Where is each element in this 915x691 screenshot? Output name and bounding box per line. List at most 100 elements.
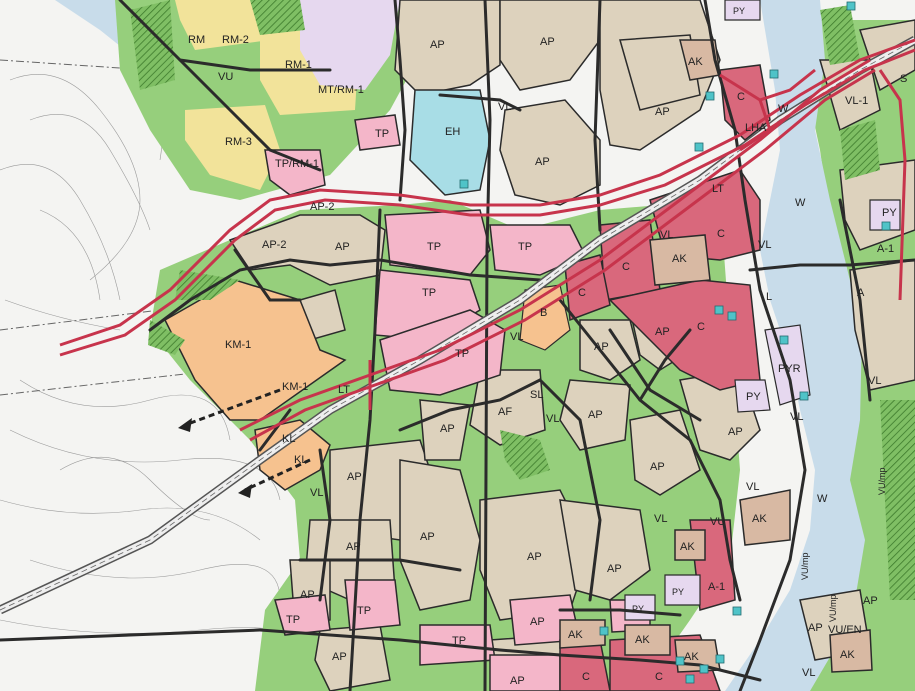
arrow-head-1: [178, 418, 192, 432]
zone-tp-sw1: [274, 594, 331, 636]
label-vu-mp2: VU/mp: [800, 552, 810, 580]
zone-py-mid: [734, 379, 771, 413]
label-py-s2: PY: [632, 604, 644, 614]
zone-ak-s1: [739, 489, 791, 546]
zone-ak-b2: [624, 624, 671, 656]
label-a-r: A: [857, 287, 865, 299]
label-ap-c3: AP: [588, 409, 603, 421]
label-vl-b2: VL: [790, 411, 803, 423]
label-vl-river: VL: [868, 375, 881, 387]
zone-pyr: [764, 324, 811, 406]
label-s-corner: S: [900, 73, 907, 85]
hatched-strip-8: [820, 5, 860, 65]
label-ap-c6: AP: [728, 426, 743, 438]
label-tp-mid2: TP: [518, 241, 532, 253]
label-km1-b: KM-1: [282, 381, 308, 393]
label-vu-mp3: VU/mp: [828, 594, 838, 622]
label-py-r: PY: [882, 207, 897, 219]
label-ap-s1: AP: [346, 541, 361, 553]
arrow-head-2: [238, 484, 252, 498]
label-tp-bottom: TP: [452, 635, 466, 647]
label-ak-b1: AK: [568, 629, 583, 641]
label-tp-sw2: TP: [286, 614, 300, 626]
zone-tp-rm1: [264, 149, 326, 196]
label-a1-r: A-1: [877, 243, 894, 255]
zone-c-3: [564, 254, 611, 322]
label-ap-b4: AP: [808, 622, 823, 634]
label-c-big: C: [697, 321, 705, 333]
label-l: L: [766, 291, 772, 303]
hatched-strip-4: [840, 120, 880, 180]
zone-ap-n2: [499, 0, 601, 91]
zone-ap-c4: [559, 379, 631, 451]
water-area-nw: [55, 0, 130, 50]
label-vl-mid2: VL: [758, 239, 771, 251]
direction-arrows: [184, 388, 311, 492]
label-ap-b5: AP: [863, 595, 878, 607]
zone-ap-c1: [579, 319, 641, 381]
label-pyr: PYR: [778, 363, 801, 375]
label-ap2-a: AP-2: [310, 201, 334, 213]
label-vl-s: VL: [654, 513, 667, 525]
label-rm1: RM-1: [285, 59, 312, 71]
zone-tp-sw2: [344, 579, 401, 631]
label-ap-w2: AP: [347, 471, 362, 483]
zone-ak-b4: [829, 629, 873, 673]
label-ak-top: AK: [688, 56, 703, 68]
label-ap-s2: AP: [527, 551, 542, 563]
label-py-s: PY: [672, 587, 684, 597]
label-lt-top: LT: [712, 183, 724, 195]
zone-py-s: [664, 574, 701, 606]
label-ak-b4: AK: [840, 649, 855, 661]
label-py-top: PY: [733, 6, 745, 16]
label-py-lower: PY: [746, 391, 761, 403]
label-km1-a: KM-1: [225, 339, 251, 351]
label-tp-small: TP: [375, 128, 389, 140]
hatched-strip-5: [500, 430, 550, 480]
label-ap-w3: AP: [420, 531, 435, 543]
label-ap-c2: AP: [655, 326, 670, 338]
label-ap-s3: AP: [607, 563, 622, 575]
label-ak-b3: AK: [684, 651, 699, 663]
zone-py-top: [724, 0, 761, 21]
label-ak-s1: AK: [752, 513, 767, 525]
label-ap-sw1: AP: [300, 589, 315, 601]
zone-eh: [409, 89, 491, 196]
label-c-b2: C: [655, 671, 663, 683]
hatched-strip-6: [250, 0, 305, 35]
zone-ap-c5: [629, 409, 701, 496]
hatched-strip-2: [175, 270, 240, 300]
hatched-strip-3: [148, 320, 185, 355]
zone-py-east: [869, 199, 901, 231]
label-kl-a: KL: [282, 433, 295, 445]
label-rm3: RM-3: [225, 136, 252, 148]
label-vu-s: VU: [710, 516, 725, 528]
zone-ak-s2: [674, 529, 706, 561]
label-ap-w1: AP: [335, 241, 350, 253]
label-sl: SL: [530, 389, 543, 401]
hatched-strip-7: [880, 400, 915, 600]
zone-ak-mid: [649, 234, 711, 286]
label-ap-c5: AP: [650, 461, 665, 473]
label-vl-c: VL: [510, 331, 523, 343]
zone-ap-s6: [419, 399, 471, 461]
label-c-b1: C: [582, 671, 590, 683]
label-ak-mid: AK: [672, 253, 687, 265]
zone-rm3: [185, 105, 280, 190]
zone-ak-b1: [559, 619, 606, 649]
label-ap-b3: AP: [530, 616, 545, 628]
label-ap-r1: AP: [655, 106, 670, 118]
label-ap-c4: AP: [440, 423, 455, 435]
label-w-river: W: [795, 197, 806, 209]
label-vl1-top: VL-1: [845, 95, 868, 107]
zone-labels: RM RM-2 VU RM-1 MT/RM-1 RM-3 TP/RM-1 AP …: [188, 6, 907, 687]
label-rm-top-2: RM-2: [222, 34, 249, 46]
label-c-mid1: C: [622, 261, 630, 273]
label-vl-mid: VL: [660, 229, 673, 241]
zone-ap-n1: [394, 0, 501, 96]
zone-ap-r1: [619, 34, 701, 111]
zone-tp-1: [384, 209, 491, 276]
label-ap-bottom: AP: [510, 675, 525, 687]
